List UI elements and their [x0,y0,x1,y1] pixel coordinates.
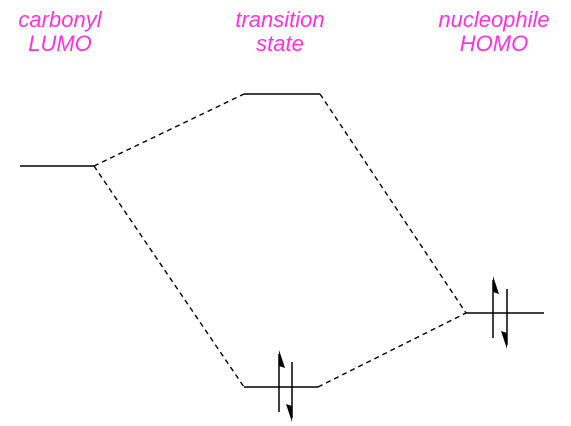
transition-state-label: transition state [220,8,340,56]
correlation-ts-upper-to-homo [319,93,467,314]
correlation-lumo-to-ts-upper [93,93,245,167]
electron-pair-ts-icon [278,350,293,422]
carbonyl-lumo-label: carbonyl LUMO [0,8,120,56]
nucleophile-homo-label: nucleophile HOMO [428,8,560,56]
nucleophile-label-line2: HOMO [459,31,529,56]
carbonyl-label-line2: LUMO [28,31,92,56]
carbonyl-label-line1: carbonyl [18,7,102,32]
spin-down-head-ts [286,404,292,422]
spin-up-head-homo [493,276,499,294]
spin-down-head-homo [501,331,507,349]
ts-label-line2: state [256,31,304,56]
electron-pair-homo-icon [492,276,508,349]
spin-up-head-ts [279,350,285,368]
correlation-lumo-to-ts-lower [93,165,245,388]
nucleophile-label-line1: nucleophile [438,7,550,32]
correlation-ts-lower-to-homo [317,312,467,388]
ts-label-line1: transition [235,7,325,32]
